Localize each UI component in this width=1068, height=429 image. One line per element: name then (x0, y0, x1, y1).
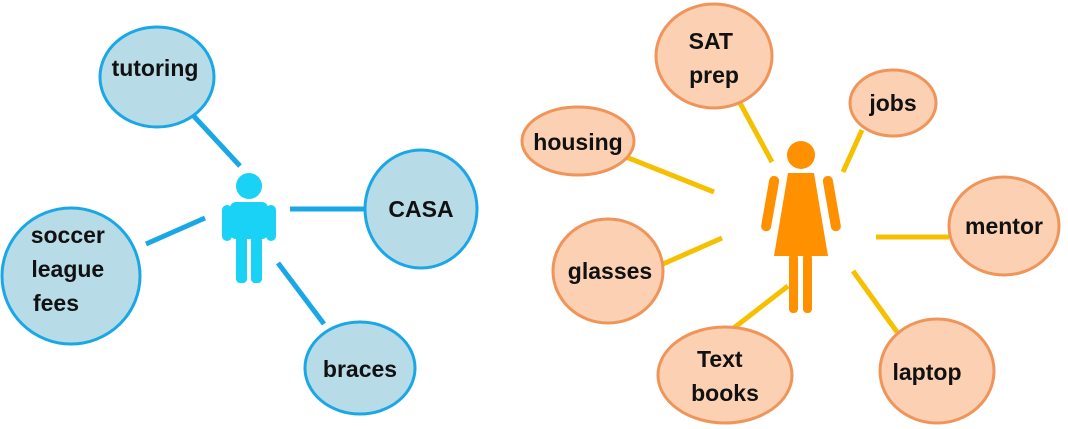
connector-textbooks (724, 284, 790, 336)
bubble-sat-label-2: prep (689, 62, 739, 88)
connector-housing (625, 154, 715, 195)
connector-soccer (144, 215, 207, 247)
bubble-mentor-label: mentor (965, 213, 1043, 239)
connector-tutoring (188, 110, 242, 168)
bubble-braces: braces (303, 320, 417, 416)
bubble-tutoring-label: tutoring (112, 55, 199, 81)
connector-laptop (850, 269, 900, 334)
svg-text:jobs: jobs (868, 90, 916, 116)
bubble-laptop: laptop (878, 317, 996, 425)
connector-glasses (661, 235, 724, 267)
bubble-soccer: soccer league fees (0, 206, 142, 346)
bubble-glasses: glasses (551, 217, 665, 325)
right-connectors (625, 101, 949, 336)
boy-person-icon (222, 173, 276, 283)
girl-person-icon (761, 141, 841, 313)
bubble-tutoring: tutoring (98, 25, 216, 129)
svg-text:mentor: mentor (965, 213, 1043, 239)
svg-text:Text books: Text books (691, 346, 759, 406)
svg-text:housing: housing (533, 129, 622, 155)
bubble-textbooks-label-2: books (691, 380, 759, 406)
svg-text:laptop: laptop (893, 359, 962, 385)
svg-text:SAT prep: SAT prep (689, 28, 740, 88)
bubble-laptop-label: laptop (893, 359, 962, 385)
bubble-housing-label: housing (533, 129, 622, 155)
bubble-soccer-label-2: league (31, 256, 104, 282)
bubble-soccer-label-1: soccer (31, 222, 105, 248)
bubble-sat-prep: SAT prep (654, 2, 774, 110)
svg-text:soccer league fees: soccer league fees (31, 222, 112, 316)
svg-text:tutoring: tutoring (112, 55, 199, 81)
bubble-jobs-label: jobs (868, 90, 916, 116)
bubble-casa: CASA (363, 148, 479, 270)
left-connectors (144, 110, 366, 326)
svg-text:braces: braces (323, 356, 397, 382)
bubble-casa-label: CASA (388, 196, 453, 222)
bubble-jobs: jobs (848, 68, 938, 138)
bubble-glasses-label: glasses (568, 258, 652, 284)
bubble-mentor: mentor (947, 175, 1061, 277)
bubble-soccer-label-3: fees (33, 290, 79, 316)
svg-text:CASA: CASA (388, 196, 453, 222)
bubble-housing: housing (520, 105, 636, 177)
bubble-sat-label-1: SAT (689, 28, 733, 54)
svg-text:glasses: glasses (568, 258, 652, 284)
connector-braces (276, 261, 326, 326)
connector-sat (737, 101, 775, 164)
bubble-braces-label: braces (323, 356, 397, 382)
bubble-textbooks-label-1: Text (697, 346, 743, 372)
connector-jobs (840, 128, 865, 174)
bubble-textbooks: Text books (656, 325, 794, 425)
